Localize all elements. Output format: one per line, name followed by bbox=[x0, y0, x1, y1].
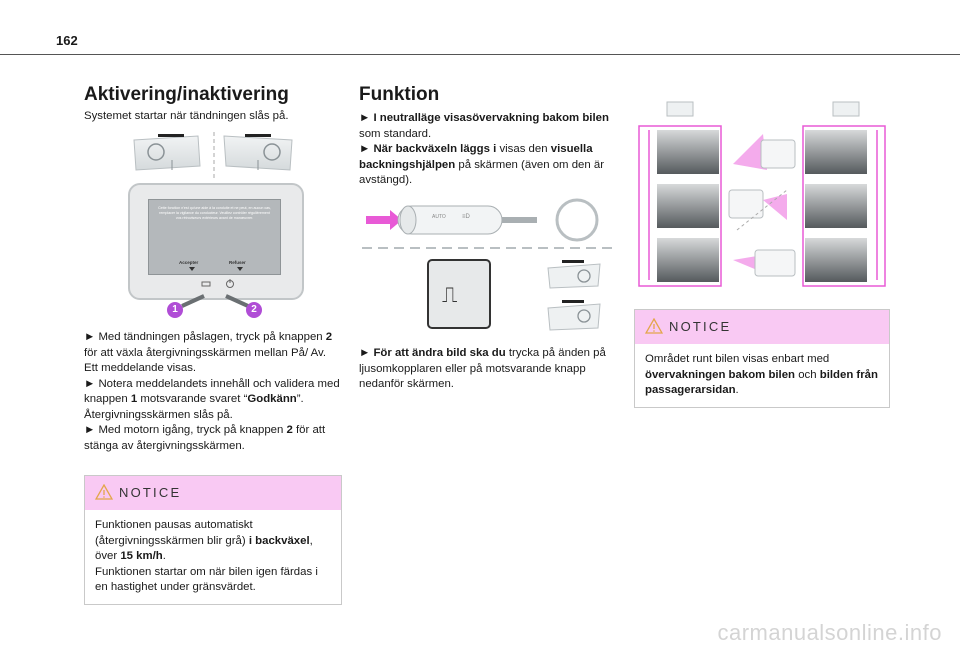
notice-body-right: Området runt bilen visas enbart med över… bbox=[635, 344, 889, 407]
display-screen: Cette fonction n'est qu'une aide à la co… bbox=[148, 199, 281, 275]
callout-2-badge: 2 bbox=[246, 302, 262, 318]
screen-refuse-label: Refuser bbox=[229, 260, 246, 265]
intro-paragraph: Systemet startar när tändningen slås på. bbox=[84, 110, 289, 122]
screen-message: Cette fonction n'est qu'une aide à la co… bbox=[158, 206, 271, 220]
section-heading-function: Funktion bbox=[359, 84, 440, 105]
notice-box-right: NOTICE Området runt bilen visas enbart m… bbox=[634, 309, 890, 408]
function-text: ► I neutralläge visasövervakning bakom b… bbox=[359, 111, 617, 189]
camera-views-illustration bbox=[638, 101, 886, 287]
function-paragraph-1: ► I neutralläge visasövervakning bakom b… bbox=[359, 112, 609, 140]
mirror-illustration bbox=[133, 132, 293, 178]
notice-text-1: Funktionen pausas automatiskt (återgivni… bbox=[95, 519, 313, 562]
site-watermark: carmanualsonline.info bbox=[717, 620, 942, 645]
instruction-3: ► Notera meddelandets innehåll och valid… bbox=[84, 377, 340, 406]
screen-accept-label: Accepter bbox=[179, 260, 199, 265]
change-view-paragraph: ► För att ändra bild ska du trycka på än… bbox=[359, 347, 606, 390]
notice-box-left: NOTICE Funktionen pausas automatiskt (åt… bbox=[84, 475, 342, 605]
notice-text-2: Funktionen startar om när bilen igen fär… bbox=[95, 565, 318, 594]
callout-arrows bbox=[181, 294, 249, 308]
page-number: 162 bbox=[56, 33, 78, 48]
svg-text:⎍: ⎍ bbox=[442, 283, 457, 308]
activation-instructions: ► Med tändningen påslagen, tryck på knap… bbox=[84, 330, 346, 454]
pointer-arrow-icon bbox=[366, 210, 402, 230]
section-heading-activation: Aktivering/inaktivering bbox=[84, 84, 289, 105]
svg-text:AUTO: AUTO bbox=[432, 214, 446, 220]
notice-header: NOTICE bbox=[85, 476, 341, 510]
callout-1-badge: 1 bbox=[167, 302, 183, 318]
light-stalk-illustration: AUTO ≡D ⎍ bbox=[362, 198, 612, 331]
accept-arrow-icon bbox=[189, 267, 195, 271]
function-paragraph-2: ► När backväxeln läggs i visas den visue… bbox=[359, 143, 605, 186]
notice-title-right: NOTICE bbox=[669, 319, 732, 334]
notice-right-text: Området runt bilen visas enbart med över… bbox=[645, 353, 878, 396]
refuse-arrow-icon bbox=[237, 267, 243, 271]
notice-body: Funktionen pausas automatiskt (återgivni… bbox=[85, 510, 341, 604]
change-view-text: ► För att ändra bild ska du trycka på än… bbox=[359, 346, 617, 393]
display-device: Cette fonction n'est qu'une aide à la co… bbox=[128, 183, 304, 300]
instruction-1: ► Med tändningen påslagen, tryck på knap… bbox=[84, 331, 333, 359]
instruction-5: ► Med motorn igång, tryck på knappen 2 f… bbox=[84, 424, 326, 452]
svg-text:≡D: ≡D bbox=[462, 214, 471, 220]
instruction-2: Ett meddelande visas. bbox=[84, 362, 197, 374]
camera-button-icon bbox=[427, 259, 491, 329]
warning-icon bbox=[645, 318, 663, 334]
instruction-4: Återgivningsskärmen slås på. bbox=[84, 408, 233, 421]
intro-text: Systemet startar när tändningen slås på. bbox=[84, 109, 342, 125]
warning-icon bbox=[95, 484, 113, 500]
notice-header-right: NOTICE bbox=[635, 310, 889, 344]
header-rule bbox=[0, 54, 960, 55]
notice-title: NOTICE bbox=[119, 485, 182, 500]
device-buttons bbox=[201, 279, 234, 288]
